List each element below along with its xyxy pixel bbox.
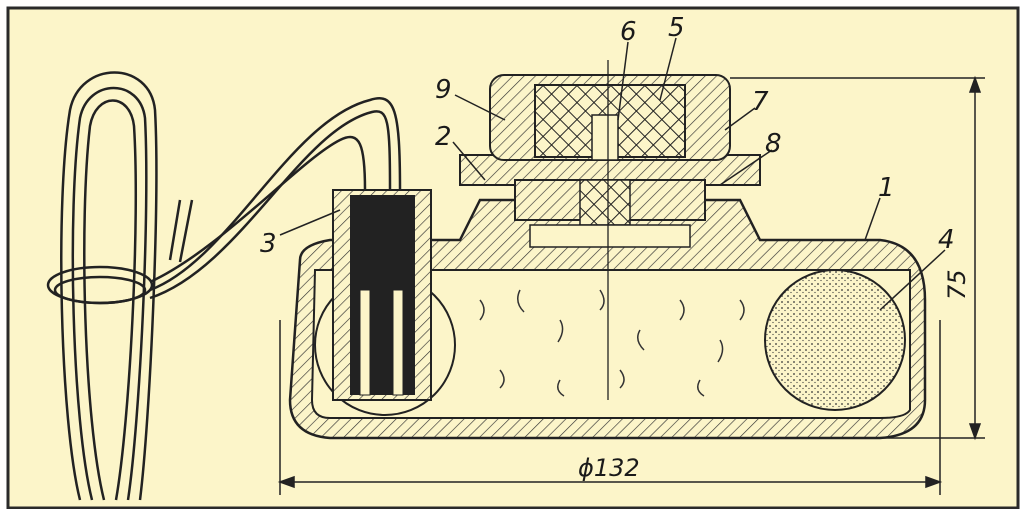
label-7: 7	[752, 87, 769, 117]
diameter-dimension: ϕ132	[578, 454, 640, 482]
wire-coil	[46, 71, 402, 501]
label-2: 2	[435, 122, 452, 152]
explosive-charge	[310, 269, 911, 419]
label-5: 5	[668, 13, 685, 43]
label-3: 3	[260, 229, 277, 259]
label-4: 4	[938, 225, 955, 255]
label-6: 6	[620, 17, 637, 47]
label-9: 9	[435, 75, 452, 105]
height-dimension: 75	[943, 269, 971, 300]
label-8: 8	[765, 129, 782, 159]
label-1: 1	[878, 173, 895, 203]
booster-charge	[764, 269, 906, 411]
